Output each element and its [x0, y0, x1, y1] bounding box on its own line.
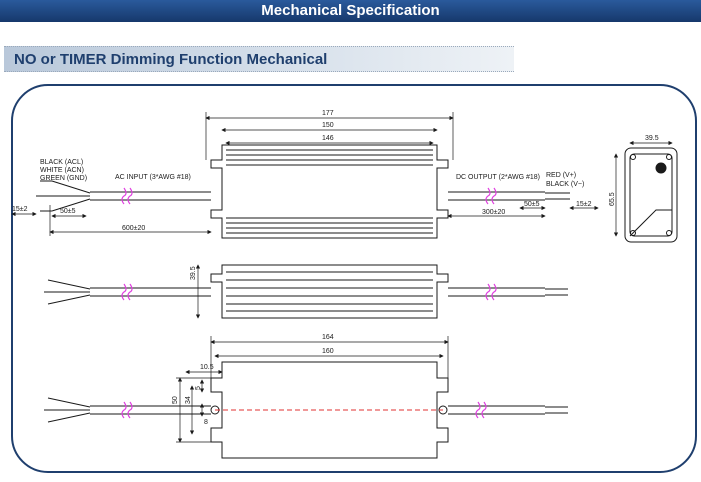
dim-8: 8	[204, 419, 208, 426]
end-view-height: 65.5	[609, 192, 616, 206]
dim-5: 5	[195, 386, 202, 390]
dim-600: 600±20	[122, 225, 145, 232]
mechanical-drawing: 177 150 146 600±20 15±2 50±5 300±20 50±5…	[11, 84, 697, 473]
dim-10-5: 10.5	[200, 364, 214, 371]
end-view-dimension-lines	[613, 140, 673, 237]
dc-wire-black: BLACK (V−)	[546, 181, 584, 188]
dim-15-right: 15±2	[576, 201, 592, 208]
cable-break-marks	[121, 187, 497, 205]
dim-50-left: 50±5	[60, 208, 76, 215]
page-title: Mechanical Specification	[261, 2, 440, 19]
dim-15-left: 15±2	[12, 206, 28, 213]
ac-input-label: AC INPUT (3*AWG #18)	[115, 174, 191, 181]
ac-wire-green: GREEN (GND)	[40, 175, 87, 182]
ac-wire-black: BLACK (ACL)	[40, 159, 83, 166]
dim-164: 164	[322, 334, 334, 341]
drawing-frame	[11, 84, 697, 473]
dim-177: 177	[322, 110, 334, 117]
side-view	[44, 264, 568, 319]
bottom-view-dimension-lines	[176, 336, 449, 443]
end-view-width: 39.5	[645, 135, 659, 142]
dim-146: 146	[322, 135, 334, 142]
dc-output-label: DC OUTPUT (2*AWG #18)	[456, 174, 540, 181]
dim-300: 300±20	[482, 209, 505, 216]
dim-50: 50	[172, 396, 179, 404]
dim-34: 34	[185, 396, 192, 404]
side-view-height: 39.5	[190, 266, 197, 280]
dim-50-right: 50±5	[524, 201, 540, 208]
top-view	[36, 144, 570, 239]
section-title: NO or TIMER Dimming Function Mechanical	[4, 46, 514, 72]
bottom-view	[44, 361, 568, 459]
section-title-text: NO or TIMER Dimming Function Mechanical	[14, 51, 328, 68]
dim-150: 150	[322, 122, 334, 129]
header-bar: Mechanical Specification	[0, 0, 701, 22]
dc-wire-red: RED (V+)	[546, 172, 576, 179]
end-view	[624, 147, 678, 243]
dim-160: 160	[322, 348, 334, 355]
ac-wire-white: WHITE (ACN)	[40, 167, 84, 174]
top-view-dimension-lines	[11, 112, 599, 236]
